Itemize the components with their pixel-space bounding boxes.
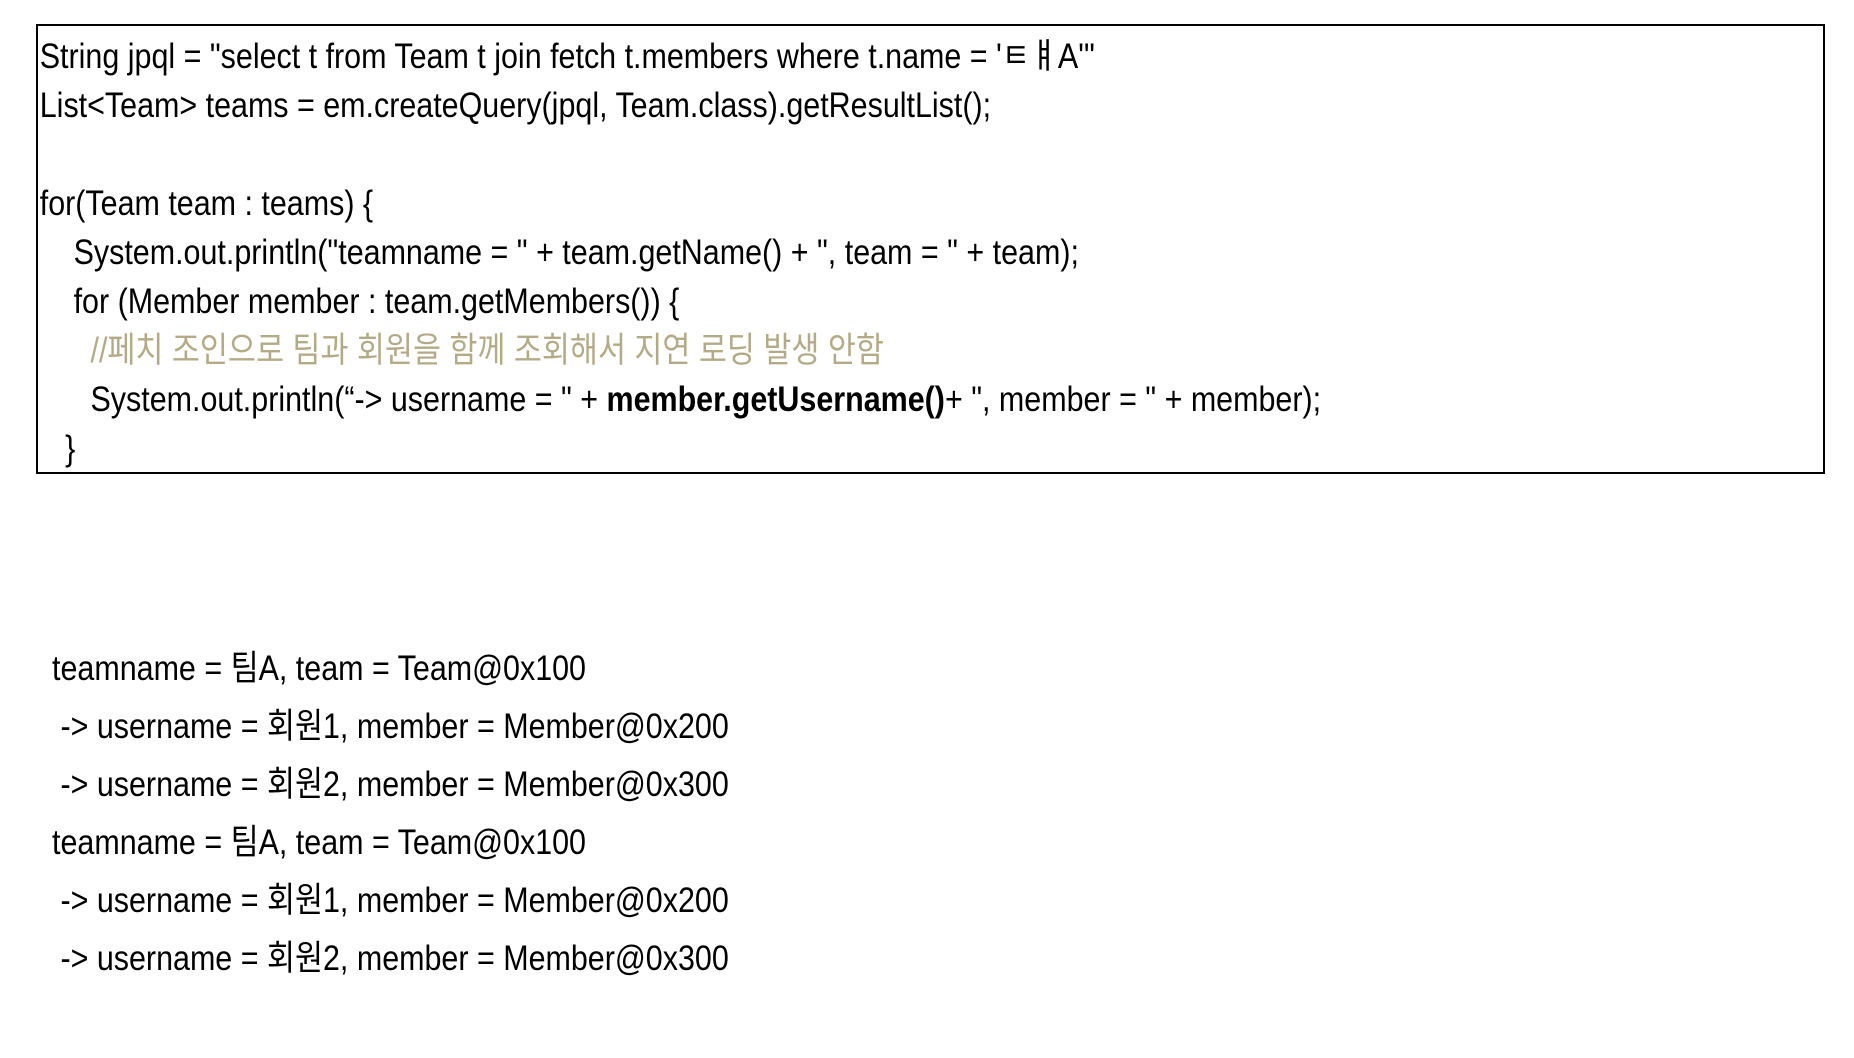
code-block-container: String jpql = "select t from Team t join…: [36, 24, 1825, 474]
code-token: for (Member member : team.getMembers()) …: [39, 282, 680, 321]
code-line: [38, 130, 1591, 179]
code-token: }: [39, 429, 76, 468]
code-token: System.out.println("teamname = " + team.…: [39, 233, 1079, 272]
code-line: }: [38, 424, 1591, 472]
code-line: }: [38, 473, 1591, 474]
console-output-line: -> username = 회원2, member = Member@0x300: [52, 765, 729, 804]
code-line: List<Team> teams = em.createQuery(jpql, …: [38, 81, 1591, 130]
code-line: System.out.println(“-> username = " + me…: [38, 375, 1591, 424]
code-token: System.out.println(“-> username = " +: [39, 380, 607, 419]
console-output-block: teamname = 팀A, team = Team@0x100 -> user…: [52, 640, 1152, 988]
code-line: for (Member member : team.getMembers()) …: [38, 277, 1591, 326]
code-token: List<Team> teams = em.createQuery(jpql, …: [39, 86, 992, 125]
code-line-list: String jpql = "select t from Team t join…: [38, 32, 1823, 474]
code-comment-token: //페치 조인으로 팀과 회원을 함께 조회해서 지연 로딩 발생 안함: [39, 331, 884, 370]
code-line: System.out.println("teamname = " + team.…: [38, 228, 1591, 277]
code-token: + ", member = " + member);: [944, 380, 1322, 419]
console-output-line: -> username = 회원1, member = Member@0x200: [52, 881, 729, 920]
code-line: //페치 조인으로 팀과 회원을 함께 조회해서 지연 로딩 발생 안함: [38, 326, 1591, 375]
console-output-line: teamname = 팀A, team = Team@0x100: [52, 823, 587, 862]
code-line: for(Team team : teams) {: [38, 179, 1591, 228]
console-output-line: teamname = 팀A, team = Team@0x100: [52, 649, 587, 688]
code-token: for(Team team : teams) {: [39, 184, 374, 223]
code-token: String jpql = "select t from Team t join…: [39, 37, 1095, 76]
console-output-line: -> username = 회원1, member = Member@0x200: [52, 707, 729, 746]
code-bold-token: member.getUsername(): [606, 380, 945, 419]
code-line: String jpql = "select t from Team t join…: [38, 32, 1591, 81]
console-output-line: -> username = 회원2, member = Member@0x300: [52, 939, 729, 978]
